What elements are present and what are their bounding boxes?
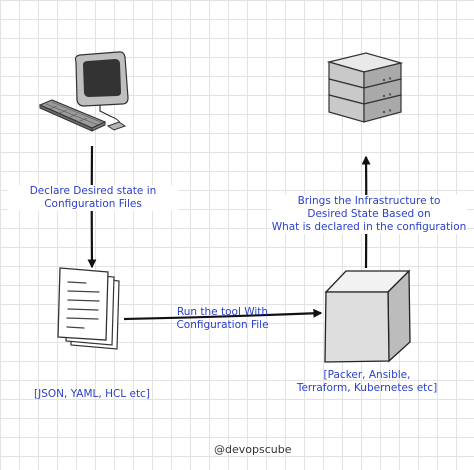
watermark-handle: @devopscube [214, 443, 292, 456]
arrow-files-to-tool [123, 308, 323, 321]
label-brings-infrastructure: Brings the Infrastructure to Desired Sta… [271, 195, 467, 234]
desktop-computer-icon [38, 51, 129, 132]
server-stack-icon [326, 52, 404, 123]
label-tool-examples: [Packer, Ansible, Terraform, Kubernetes … [296, 369, 438, 394]
label-declare-desired-state: Declare Desired state in Configuration F… [8, 185, 178, 211]
cube-icon [324, 269, 411, 363]
documents-stack-icon [57, 267, 120, 350]
label-config-formats: [JSON, YAML, HCL etc] [34, 388, 150, 400]
label-run-the-tool: Run the tool With Configuration File [176, 306, 269, 331]
